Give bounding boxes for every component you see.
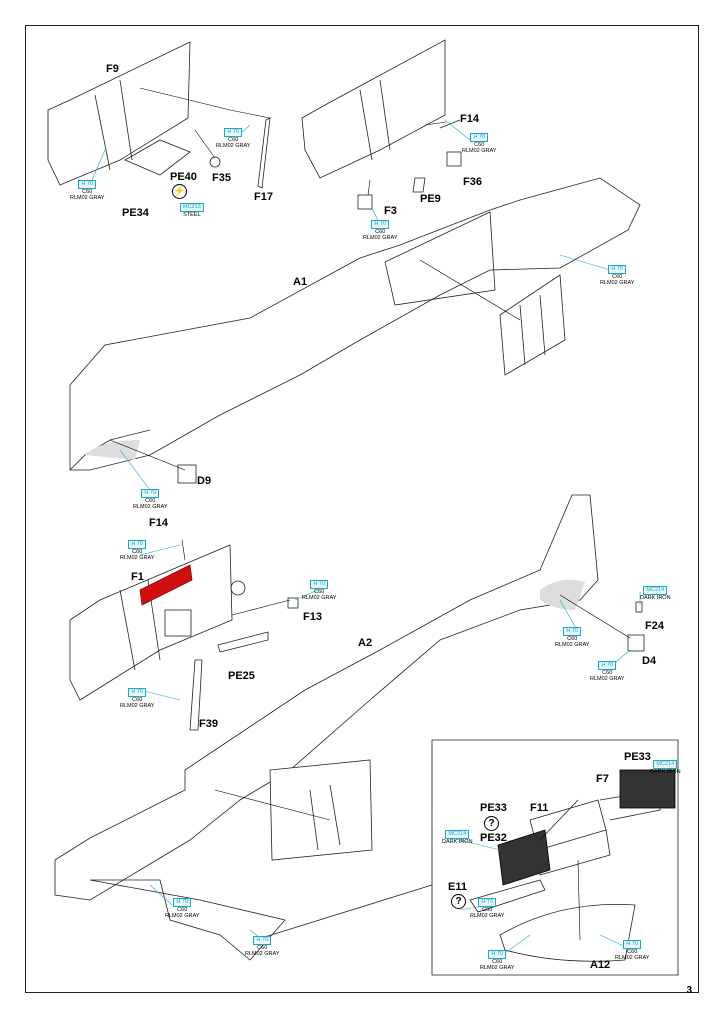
part-label-a2: A2 xyxy=(358,637,373,649)
part-label-d4: D4 xyxy=(642,655,657,667)
part-label-pe32: PE32 xyxy=(480,832,507,844)
part-label-f11: F11 xyxy=(530,802,549,814)
question-icon: ? xyxy=(484,816,499,831)
page-frame xyxy=(25,25,699,993)
part-label-f39: F39 xyxy=(199,718,218,730)
part-label-e11: E11 xyxy=(448,881,467,893)
part-label-f1: F1 xyxy=(131,571,144,583)
part-label-f3: F3 xyxy=(384,205,397,217)
part-label-f7: F7 xyxy=(596,773,609,785)
part-label-f14-mid: F14 xyxy=(149,517,168,529)
page-number: 3 xyxy=(686,985,692,996)
part-label-a12: A12 xyxy=(590,959,611,971)
part-label-pe40: PE40 xyxy=(170,171,197,183)
part-label-f36: F36 xyxy=(463,176,482,188)
part-label-pe25: PE25 xyxy=(228,670,255,682)
part-label-pe33-mid: PE33 xyxy=(480,802,507,814)
part-label-pe33-top: PE33 xyxy=(624,751,651,763)
bend-symbol-icon: ⚡ xyxy=(172,184,187,199)
part-label-f9: F9 xyxy=(106,63,119,75)
part-label-a1: A1 xyxy=(293,276,308,288)
part-label-f13: F13 xyxy=(303,611,322,623)
question-icon: ? xyxy=(451,894,466,909)
part-label-f35: F35 xyxy=(212,172,231,184)
part-label-f14-top: F14 xyxy=(460,113,479,125)
part-label-pe9: PE9 xyxy=(420,193,441,205)
part-label-f24: F24 xyxy=(645,620,664,632)
part-label-f17: F17 xyxy=(254,191,273,203)
part-label-d9: D9 xyxy=(197,475,212,487)
part-label-pe34: PE34 xyxy=(122,207,149,219)
